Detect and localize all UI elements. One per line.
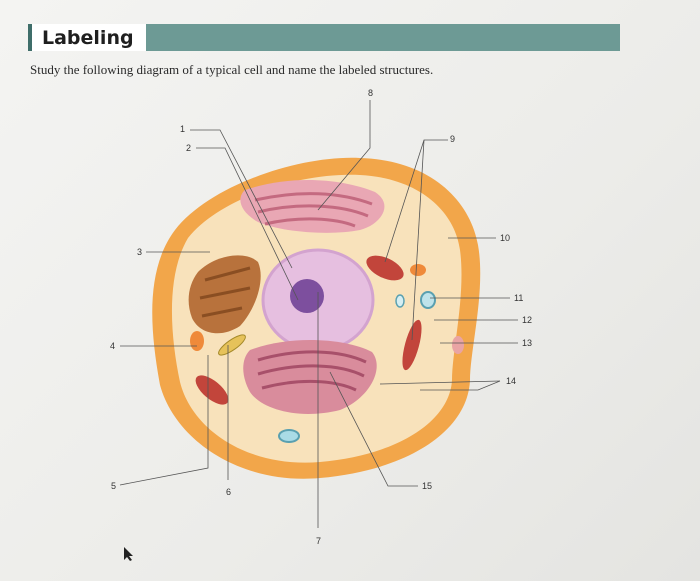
smooth-er-fold bbox=[204, 266, 251, 282]
smooth-er-fold bbox=[199, 286, 251, 300]
label-4: 4 bbox=[110, 341, 115, 351]
golgi-apparatus bbox=[243, 340, 377, 414]
label-15: 15 bbox=[422, 481, 432, 491]
label-10: 10 bbox=[500, 233, 510, 243]
label-1: 1 bbox=[180, 124, 185, 134]
er-fold bbox=[264, 217, 356, 228]
vesicle-pink bbox=[452, 336, 464, 354]
label-3: 3 bbox=[137, 247, 142, 257]
leader-14b bbox=[420, 380, 501, 391]
smooth-er-fold bbox=[201, 306, 243, 318]
label-6: 6 bbox=[226, 487, 231, 497]
centriole bbox=[218, 334, 246, 356]
label-8: 8 bbox=[368, 88, 373, 98]
instruction-text: Study the following diagram of a typical… bbox=[30, 62, 434, 77]
leader-2 bbox=[196, 147, 299, 301]
label-14: 14 bbox=[506, 376, 516, 386]
section-header: Labeling bbox=[28, 24, 146, 51]
label-12: 12 bbox=[522, 315, 532, 325]
leader-5 bbox=[119, 355, 209, 486]
mitochondrion bbox=[366, 255, 404, 281]
label-2: 2 bbox=[186, 143, 191, 153]
label-11: 11 bbox=[514, 293, 523, 303]
header-accent bbox=[28, 24, 32, 51]
peroxisome bbox=[410, 264, 426, 276]
er-fold bbox=[254, 192, 373, 206]
label-5: 5 bbox=[111, 481, 116, 491]
vesicle bbox=[420, 291, 436, 309]
mouse-cursor-icon bbox=[124, 547, 133, 561]
leader-8 bbox=[317, 100, 371, 211]
vesicle bbox=[395, 294, 405, 308]
nucleolus bbox=[290, 279, 324, 313]
label-9: 9 bbox=[450, 134, 455, 144]
leader-14 bbox=[379, 380, 501, 385]
vacuole bbox=[278, 429, 300, 443]
section-header-bar: Labeling bbox=[28, 24, 620, 51]
leader-9b bbox=[411, 139, 425, 341]
section-title: Labeling bbox=[42, 26, 134, 49]
mitochondrion bbox=[402, 319, 422, 371]
lysosome bbox=[190, 331, 204, 351]
golgi-fold bbox=[261, 380, 357, 392]
er-fold bbox=[257, 204, 369, 218]
label-7: 7 bbox=[316, 536, 321, 546]
leader-15 bbox=[329, 371, 418, 487]
leader-1 bbox=[190, 129, 293, 269]
mitochondrion bbox=[195, 375, 229, 405]
label-13: 13 bbox=[522, 338, 532, 348]
